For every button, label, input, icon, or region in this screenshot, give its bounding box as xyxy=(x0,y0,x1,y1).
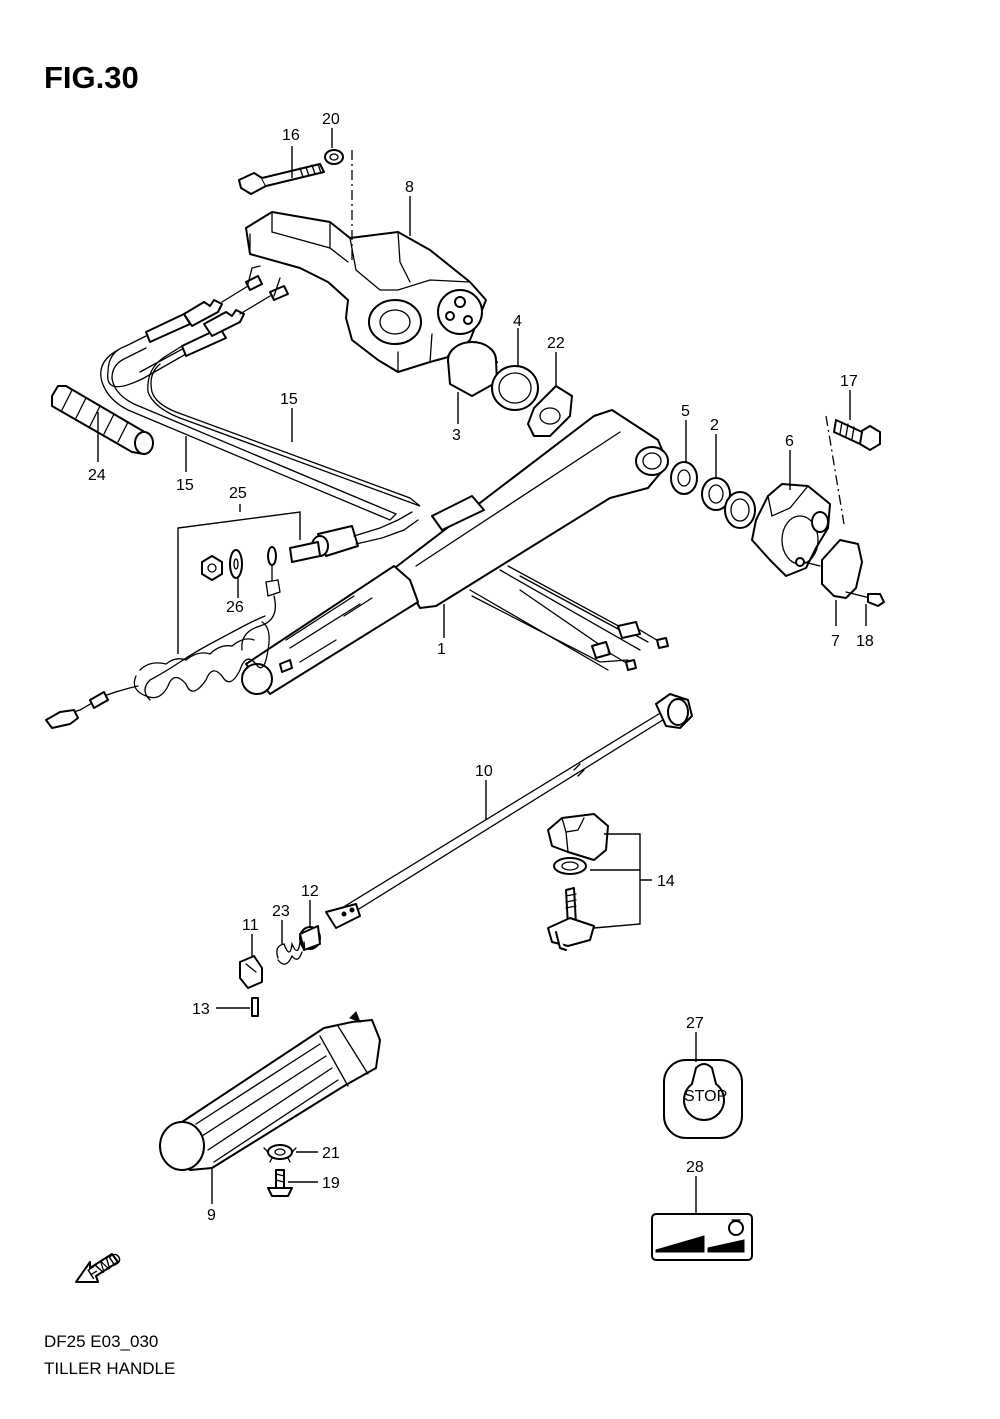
callout-5: 5 xyxy=(681,403,690,420)
part-11-fitting xyxy=(239,955,263,989)
callout-2: 2 xyxy=(710,417,719,434)
callout-8: 8 xyxy=(405,179,414,196)
leader-lines xyxy=(97,128,867,1214)
part-2b-washer xyxy=(724,491,756,529)
part-12-cap xyxy=(299,925,321,951)
model-code: DF25 E03_030 xyxy=(44,1332,159,1351)
throttle-decal-icon xyxy=(651,1213,753,1261)
callout-1: 1 xyxy=(437,641,446,658)
callout-27: 27 xyxy=(686,1015,704,1032)
callout-19: 19 xyxy=(322,1175,340,1192)
callout-21: 21 xyxy=(322,1145,340,1162)
part-15-throttle-cables xyxy=(100,265,421,521)
assembly-axis-line-2 xyxy=(825,415,845,525)
callout-6: 6 xyxy=(785,433,794,450)
callout-16: 16 xyxy=(282,127,300,144)
callout-26: 26 xyxy=(226,599,244,616)
fwd-arrow-label: FWD xyxy=(85,1250,125,1284)
part-18-screw xyxy=(845,591,885,607)
callout-15a: 15 xyxy=(280,391,298,408)
fwd-arrow-icon xyxy=(75,1253,119,1283)
callout-24: 24 xyxy=(88,467,106,484)
callout-23: 23 xyxy=(272,903,290,920)
callout-14-bracket xyxy=(590,833,652,929)
callout-25-bracket xyxy=(177,504,301,654)
callout-11: 11 xyxy=(242,917,259,934)
part-16-bolt xyxy=(238,163,325,195)
part-8-tiller-bracket xyxy=(245,211,487,373)
callout-12: 12 xyxy=(301,883,319,900)
callout-9: 9 xyxy=(207,1207,216,1224)
figure-title: FIG.30 xyxy=(44,60,139,95)
callout-28: 28 xyxy=(686,1159,704,1176)
callout-14: 14 xyxy=(657,873,675,890)
stop-decal-icon: STOP xyxy=(684,1088,727,1105)
callout-3: 3 xyxy=(452,427,461,444)
part-13-pin xyxy=(251,997,259,1017)
callout-25: 25 xyxy=(229,485,247,502)
part-17-bolt xyxy=(833,419,881,451)
part-4-washer xyxy=(491,365,539,411)
part-21-lock-washer xyxy=(263,1144,297,1163)
callout-20: 20 xyxy=(322,111,340,128)
callout-18: 18 xyxy=(856,633,874,650)
part-10-throttle-shaft xyxy=(325,693,693,929)
part-25-stop-switch xyxy=(45,511,419,729)
part-3-bushing xyxy=(447,341,498,397)
part-22-plate xyxy=(527,385,573,437)
part-14-friction-assembly xyxy=(547,813,609,951)
part-1-tiller-handle xyxy=(241,409,669,695)
part-19-screw xyxy=(267,1169,293,1197)
callout-4: 4 xyxy=(513,313,522,330)
callout-17: 17 xyxy=(840,373,858,390)
callout-7: 7 xyxy=(831,633,840,650)
part-9-throttle-grip xyxy=(159,1011,381,1171)
callout-15b: 15 xyxy=(176,477,194,494)
callout-13: 13 xyxy=(192,1001,210,1018)
part-6-bracket xyxy=(751,483,831,577)
part-5-washer xyxy=(670,461,698,495)
callout-22: 22 xyxy=(547,335,565,352)
part-24-grip xyxy=(51,385,154,455)
part-27-stop-decal xyxy=(663,1059,743,1139)
part-7-cover xyxy=(821,539,863,599)
figure-name: TILLER HANDLE xyxy=(44,1359,176,1378)
part-23-spring xyxy=(276,939,306,965)
part-20-washer xyxy=(324,149,344,165)
callout-10: 10 xyxy=(475,763,493,780)
